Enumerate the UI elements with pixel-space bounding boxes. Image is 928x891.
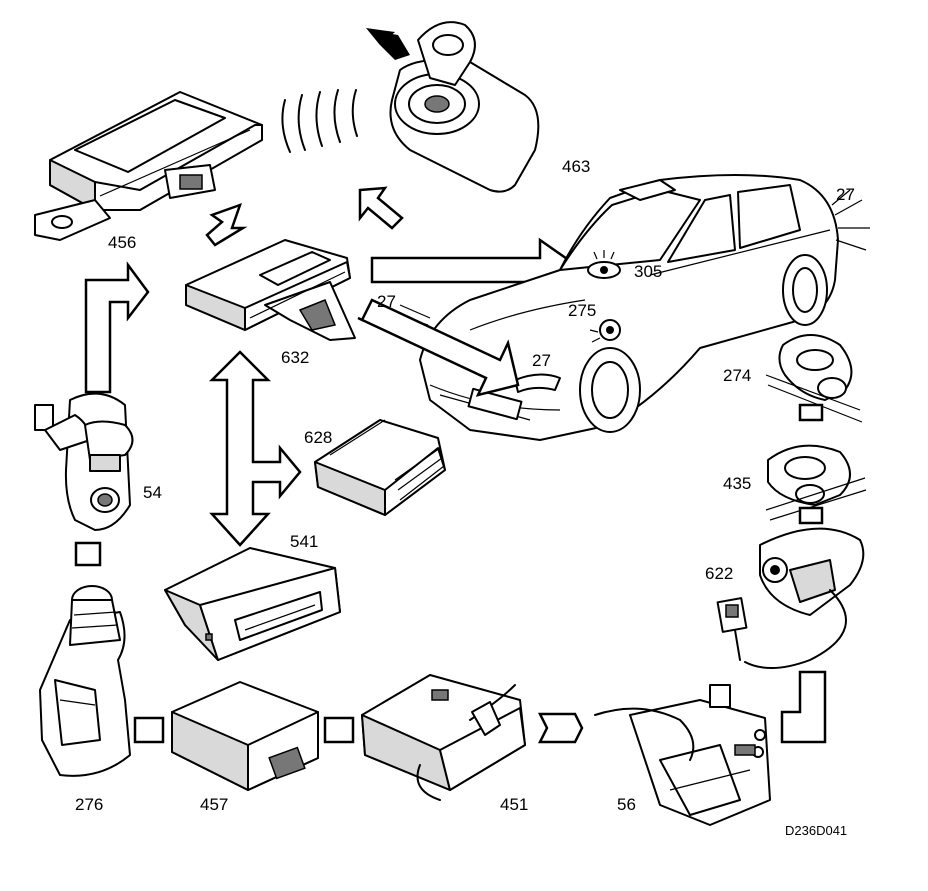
connector-54-276 [74, 541, 102, 567]
label-435: 435 [723, 474, 751, 493]
label-541: 541 [290, 532, 318, 551]
component-276 [39, 585, 131, 777]
key-435 [765, 444, 867, 525]
component-622 [716, 527, 865, 670]
figure-code: D236D041 [785, 823, 847, 838]
label-56: 56 [617, 795, 636, 814]
label-463: 463 [562, 157, 590, 176]
module-457 [171, 681, 319, 791]
arrow-key-to-632 [358, 186, 404, 230]
label-27-rear: 27 [836, 185, 855, 204]
label-276: 276 [75, 795, 103, 814]
label-456: 456 [108, 233, 136, 252]
label-54: 54 [143, 483, 162, 502]
label-622: 622 [705, 564, 733, 583]
module-456 [34, 91, 263, 241]
connector-56-622 [780, 670, 827, 744]
car-463 [397, 174, 870, 441]
module-541 [164, 547, 341, 661]
component-56 [594, 684, 771, 826]
connector-451-56 [537, 712, 584, 744]
arrow-632-628-541 [208, 350, 302, 547]
key-274 [765, 334, 863, 423]
label-451: 451 [500, 795, 528, 814]
module-451 [361, 674, 526, 801]
label-27-left: 27 [377, 292, 396, 311]
module-632 [185, 239, 356, 341]
label-632: 632 [281, 348, 309, 367]
connector-457-451 [323, 716, 355, 744]
label-305: 305 [634, 262, 662, 281]
label-457: 457 [200, 795, 228, 814]
connector-276-457 [133, 716, 165, 744]
label-27-front: 27 [532, 351, 551, 370]
label-275: 275 [568, 301, 596, 320]
module-628 [314, 419, 446, 516]
arrow-456-to-632 [205, 202, 248, 247]
arrow-to-car-front [357, 298, 520, 397]
label-628: 628 [304, 428, 332, 447]
component-54 [34, 392, 134, 531]
arrow-54-to-632 [84, 261, 150, 394]
radio-waves [281, 89, 358, 153]
label-274: 274 [723, 366, 751, 385]
ignition-key-lock [366, 21, 540, 193]
